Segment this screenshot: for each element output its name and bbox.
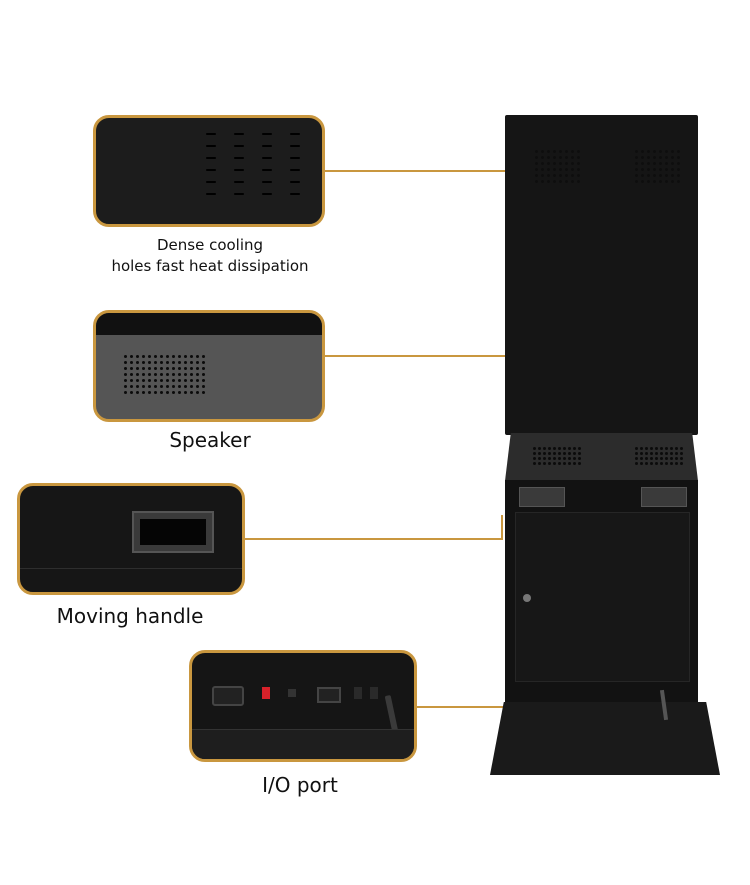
handle-caption: Moving handle <box>56 604 204 628</box>
speaker-leader-line <box>325 355 520 357</box>
lock-icon <box>523 594 531 602</box>
io-port-small-2 <box>370 687 378 699</box>
kiosk-speaker-left <box>533 447 581 465</box>
cooling-caption: Dense cooling holes fast heat dissipatio… <box>60 235 360 277</box>
speaker-callout <box>93 310 325 422</box>
kiosk-vent-left <box>535 150 580 183</box>
io-caption: I/O port <box>262 773 338 797</box>
speaker-grille-icon <box>124 355 205 394</box>
handle-leader-line <box>245 538 503 540</box>
kiosk-handle-right <box>641 487 687 507</box>
kiosk-speaker-bar <box>505 433 698 481</box>
kiosk-base <box>490 702 720 775</box>
kiosk-door <box>515 512 690 682</box>
io-port-usb <box>288 689 296 697</box>
io-callout <box>189 650 417 762</box>
power-switch-icon <box>262 687 270 699</box>
speaker-panel-top <box>96 313 322 335</box>
kiosk-product <box>490 115 720 775</box>
kiosk-cabinet <box>505 480 698 702</box>
handle-recess-icon <box>132 511 214 553</box>
io-port-power-socket <box>212 686 244 706</box>
kiosk-handle-left <box>519 487 565 507</box>
handle-callout <box>17 483 245 595</box>
speaker-caption: Speaker <box>169 428 251 452</box>
kiosk-screen-body <box>505 115 698 435</box>
io-leader-line <box>417 706 545 708</box>
cooling-leader-line <box>325 170 513 172</box>
handle-panel-seam <box>20 568 242 569</box>
handle-leader-line-vertical <box>501 515 503 540</box>
io-port-small-1 <box>354 687 362 699</box>
cooling-caption-line2: holes fast heat dissipation <box>111 257 309 275</box>
kiosk-speaker-right <box>635 447 683 465</box>
vent-slots-icon <box>206 133 300 195</box>
io-port-serial <box>317 687 341 703</box>
io-base-shelf <box>192 729 414 759</box>
kiosk-vent-right <box>635 150 680 183</box>
cooling-caption-line1: Dense cooling <box>156 236 264 254</box>
cooling-callout <box>93 115 325 227</box>
